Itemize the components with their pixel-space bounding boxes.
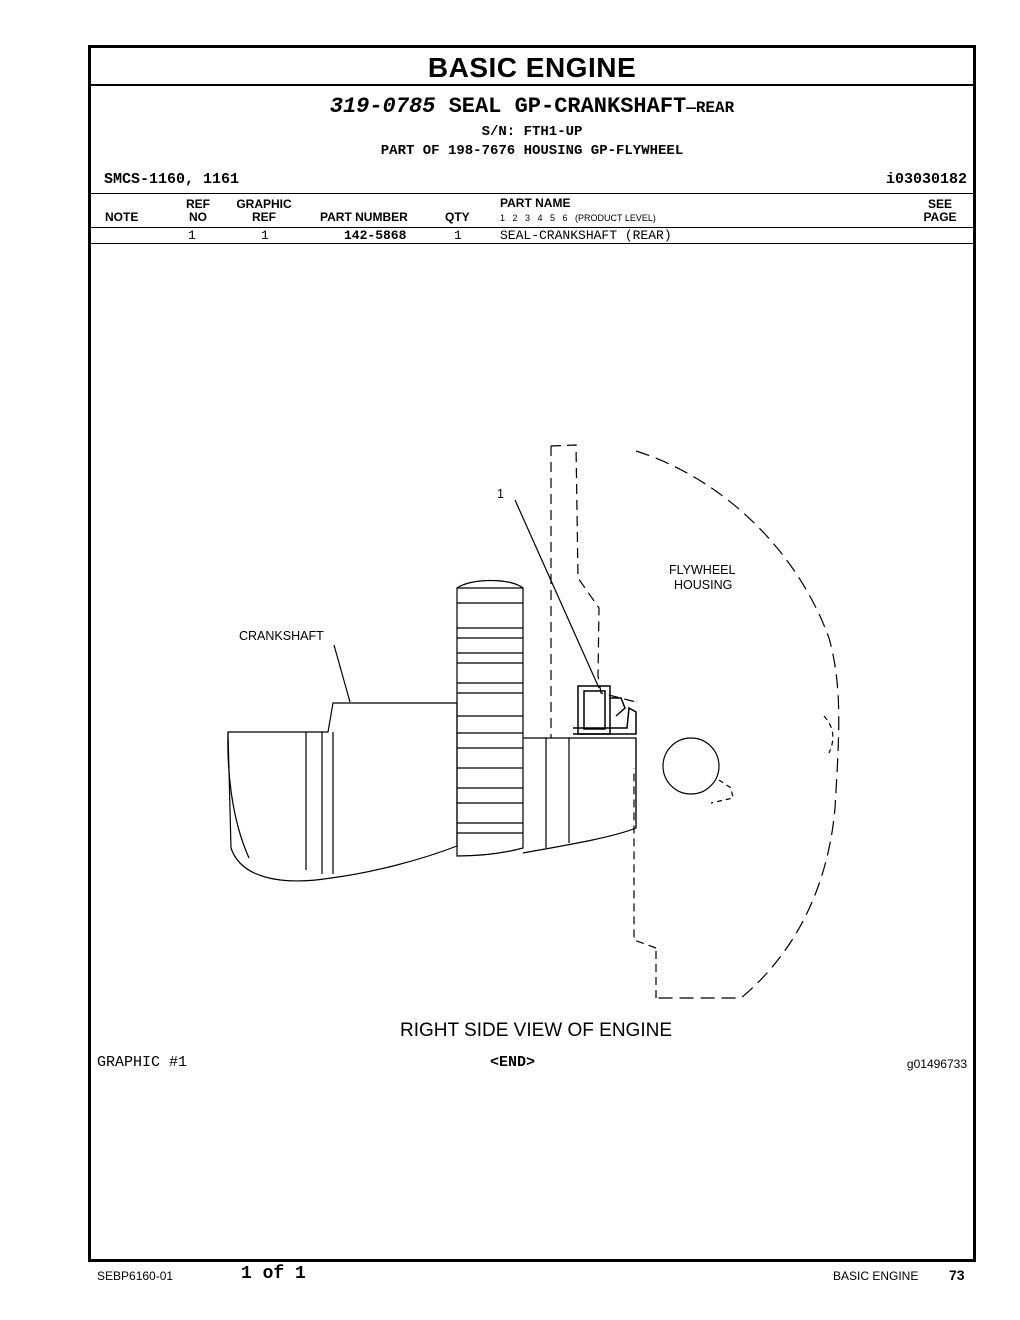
label-crankshaft: CRANKSHAFT [239, 629, 324, 643]
header-ref-no-bottom: NO [189, 210, 207, 224]
header-product-levels: 1 2 3 4 5 6 (PRODUCT LEVEL) [500, 213, 656, 223]
cell-graphic-ref: 1 [261, 228, 269, 243]
part-of-line: PART OF 198-7676 HOUSING GP-FLYWHEEL [380, 143, 684, 159]
graphic-code: g01496733 [906, 1057, 967, 1071]
footer-doc-number: SEBP6160-01 [97, 1269, 174, 1283]
cell-part-name: SEAL-CRANKSHAFT (REAR) [500, 228, 672, 243]
footer-page-of: 1 of 1 [241, 1264, 306, 1284]
cell-ref-no: 1 [188, 228, 196, 243]
header-part-name: PART NAME [500, 196, 571, 210]
drawing-caption: RIGHT SIDE VIEW OF ENGINE [399, 1020, 672, 1041]
header-see-page: SEE PAGE [920, 198, 960, 224]
footer-page-number: 73 [949, 1267, 965, 1283]
graphic-label: GRAPHIC #1 [97, 1054, 188, 1071]
header-graphic-ref-top: GRAPHIC [236, 197, 292, 211]
header-see-page-bottom: PAGE [923, 210, 957, 224]
info-code: i03030182 [885, 171, 967, 188]
serial-number: S/N: FTH1-UP [481, 124, 583, 140]
page-frame: BASIC ENGINE 319-0785 SEAL GP-CRANKSHAFT… [88, 45, 976, 1262]
crankshaft-body [227, 702, 458, 882]
footer-section: BASIC ENGINE [833, 1269, 919, 1283]
label-flywheel-housing-line1: FLYWHEEL [669, 563, 735, 577]
header-graphic-ref-bottom: REF [252, 210, 276, 224]
crankshaft-leader [333, 644, 351, 703]
header-qty: QTY [445, 210, 470, 224]
callout-leader [514, 499, 600, 689]
group-title: 319-0785 SEAL GP-CRANKSHAFT—REAR [91, 94, 973, 119]
table-header: NOTE REF NO GRAPHIC REF PART NUMBER QTY … [91, 193, 973, 228]
engine-drawing: 1 CRANKSHAFT FLYWHEEL HOUSING [227, 444, 840, 999]
end-marker: <END> [490, 1054, 536, 1071]
header-ref-no: REF NO [183, 198, 213, 224]
group-suffix: —REAR [686, 99, 735, 117]
header-ref-no-top: REF [186, 197, 210, 211]
flywheel-housing-arc [635, 450, 840, 999]
cell-qty: 1 [454, 228, 462, 243]
bolt-hole [662, 737, 720, 795]
smcs-code: SMCS-1160, 1161 [104, 171, 240, 188]
callout-number: 1 [497, 487, 504, 501]
cell-part-number: 142-5868 [344, 228, 407, 243]
group-name: SEAL GP-CRANKSHAFT [448, 94, 687, 119]
label-flywheel-housing-line2: HOUSING [674, 578, 732, 592]
crankshaft-hub [456, 587, 524, 857]
crankshaft-seal [573, 685, 637, 735]
header-see-page-top: SEE [927, 197, 952, 211]
header-graphic-ref: GRAPHIC REF [231, 198, 297, 224]
header-note: NOTE [105, 210, 139, 224]
header-part-number: PART NUMBER [320, 210, 408, 224]
shaft-extension [522, 737, 637, 854]
group-number: 319-0785 [329, 94, 436, 119]
section-title: BASIC ENGINE [91, 48, 973, 86]
table-row: 1 1 142-5868 1 SEAL-CRANKSHAFT (REAR) [91, 227, 973, 244]
flywheel-housing-outline [550, 444, 637, 703]
